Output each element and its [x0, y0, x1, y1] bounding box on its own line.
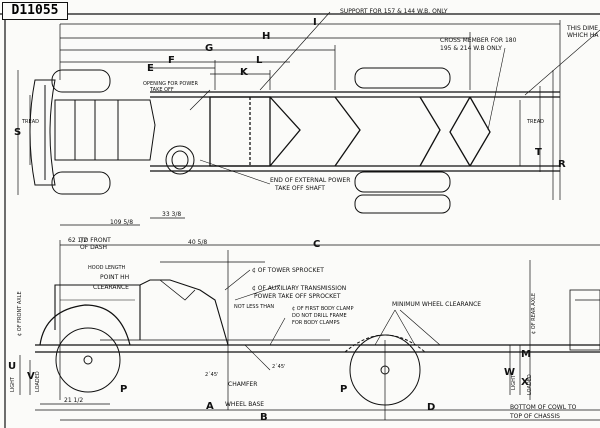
loaded-rear: LOADED [527, 374, 533, 395]
dim-s: S [14, 127, 22, 138]
dim-40: 40 5/8 [188, 239, 208, 246]
chamfer: CHAMFER [228, 381, 258, 388]
hood-length: HOOD LENGTH [88, 265, 126, 271]
tread-front: TREAD [22, 119, 39, 125]
dim-a: A [206, 401, 214, 412]
first-clamp-3: FOR BODY CLAMPS [292, 320, 340, 326]
dim-f: F [168, 55, 175, 66]
to-front-of-dash-2: OF DASH [80, 244, 108, 251]
end-pto-1: END OF EXTERNAL POWER [270, 177, 351, 184]
bottom-cowl-2: TOP OF CHASSIS [510, 413, 560, 420]
dim-109: 109 5/8 [110, 219, 134, 226]
light-rear: LIGHT [511, 375, 517, 390]
dim-m: M [521, 349, 531, 360]
drawing-number: D11055 [2, 2, 68, 20]
to-front-of-dash-1: TO FRONT [80, 237, 111, 244]
dim-k: K [240, 67, 248, 78]
dim-21: 21 1/2 [64, 397, 84, 404]
end-pto-2: TAKE OFF SHAFT [275, 185, 325, 192]
dim-g: G [205, 43, 214, 54]
dim-i: I [313, 17, 317, 28]
dim-b: B [260, 412, 268, 423]
dim-2145b: 2´45' [272, 364, 286, 370]
dim-p-front: P [120, 384, 128, 395]
tread-rear: TREAD [527, 119, 544, 125]
side-dimension-lines [19, 240, 600, 421]
dim-t: T [535, 147, 542, 158]
cross-member-note-1: CROSS MEMBER FOR 180 [440, 37, 517, 44]
support-note: SUPPORT FOR 157 & 144 W.B. ONLY [340, 8, 448, 15]
dim-p-rear: P [340, 384, 348, 395]
rear-axle-label: ¢ OF REAR AXLE [531, 292, 537, 334]
side-frame [35, 339, 600, 353]
first-clamp-2: DO NOT DRILL FRAME [292, 313, 347, 319]
dim-v: V [27, 371, 35, 382]
hood-cowl [54, 279, 229, 346]
sheet-border [0, 13, 600, 428]
dim-l: L [256, 55, 263, 66]
aux-trans-2: POWER TAKE OFF SPROCKET [254, 293, 341, 300]
dim-h: H [262, 31, 271, 42]
dim-u: U [8, 361, 17, 372]
dim-e: E [147, 63, 154, 74]
tower-sprocket: ¢ OF TOWER SPROCKET [252, 267, 324, 274]
loaded-front: LOADED [35, 371, 41, 392]
engine-plan [54, 99, 195, 175]
opening-pto-2: TAKE OFF [150, 87, 174, 93]
light-front: LIGHT [10, 377, 16, 392]
front-wheels-plan [29, 69, 111, 195]
plan-view [17, 11, 600, 226]
point-hh: POINT HH [100, 274, 130, 281]
right-edge-note-2: WHICH HA [567, 32, 599, 39]
plan-vertical-dims [17, 70, 554, 200]
bottom-cowl-1: BOTTOM OF COWL TO [510, 404, 577, 411]
dim-d: D [427, 402, 436, 413]
side-leaders [224, 269, 441, 371]
dim-2145a: 2´45' [205, 372, 219, 378]
opening-pto-1: OPENING FOR POWER [143, 81, 198, 87]
cross-member-note-2: 195 & 214 W.B ONLY [440, 45, 502, 52]
plan-bottom-dims [60, 217, 185, 226]
leader-lines [189, 11, 600, 185]
first-clamp-1: ¢ OF FIRST BODY CLAMP [292, 306, 354, 312]
wheel-base: WHEEL BASE [225, 401, 265, 408]
right-edge-note-1: THIS DIME [567, 25, 599, 32]
dim-c: C [313, 239, 321, 250]
dim-r: R [558, 159, 566, 170]
right-edge-detail [569, 289, 600, 351]
dim-62: 62 1/2 [68, 237, 88, 244]
dim-33: 33 3/8 [162, 211, 182, 218]
clearance: CLEARANCE [93, 284, 129, 291]
aux-trans-1: ¢ OF AUXILIARY TRANSMISSION [252, 285, 347, 292]
min-wheel-clearance: MINIMUM WHEEL CLEARANCE [392, 301, 482, 308]
rear-wheels-plan [354, 67, 451, 214]
front-wheel-side [39, 304, 131, 393]
side-view [19, 240, 600, 421]
frame-rails [150, 91, 560, 172]
dim-w: W [504, 367, 516, 378]
dim-x: X [521, 377, 529, 388]
front-axle-label: ¢ OF FRONT AXLE [17, 291, 23, 336]
not-less-than: NOT LESS THAN [234, 304, 275, 310]
plan-dimension-lines [59, 20, 561, 200]
